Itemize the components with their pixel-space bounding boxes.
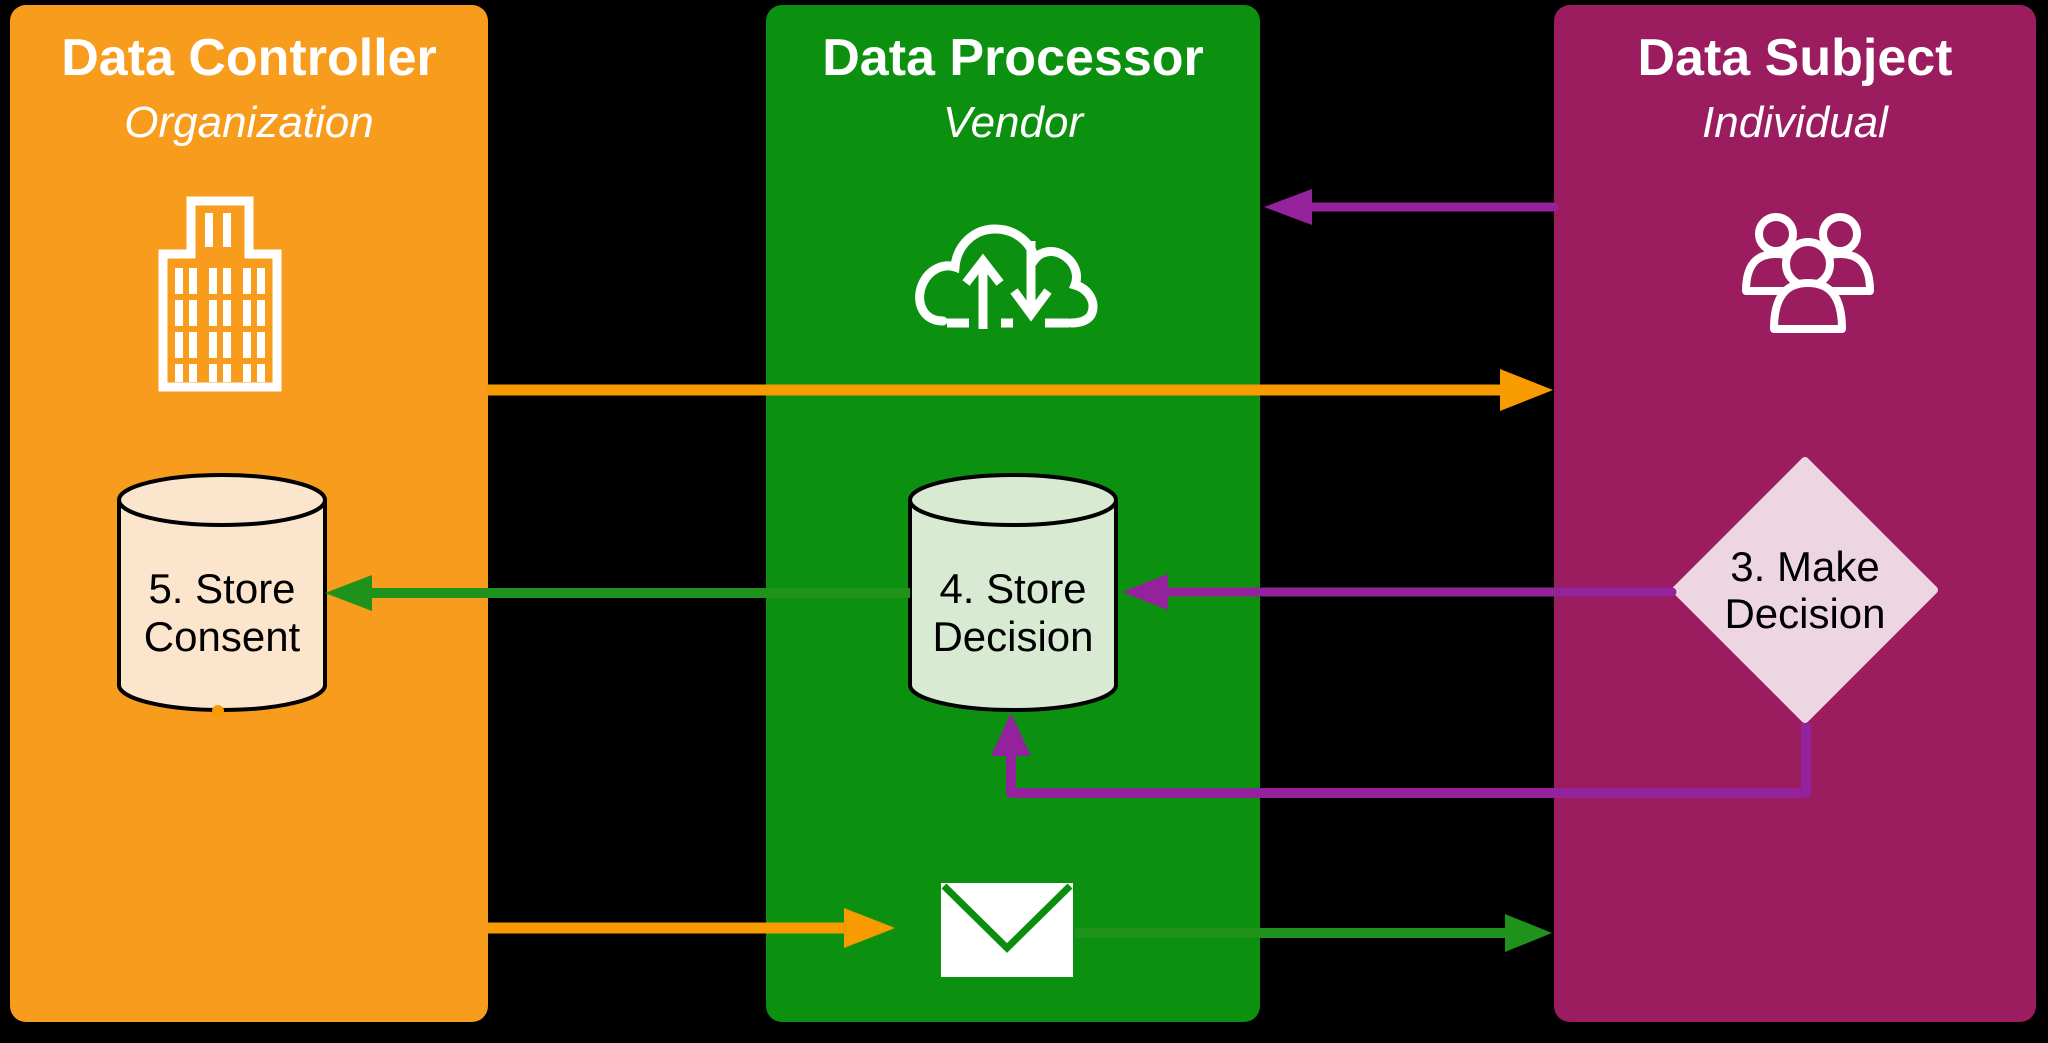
cylinder-shape [117,473,327,712]
column-title-subject: Data Subject [1637,29,1953,87]
node-store-consent: 5. Store Consent [117,473,327,712]
download-arrow [1010,241,1052,322]
cylinder-shape [908,473,1118,712]
node-make-decision: 3. Make Decision [1672,457,1938,723]
people-group-icon [1742,213,1874,333]
upload-arrow [962,253,1004,329]
make-decision-label: 3. Make Decision [1724,542,1886,637]
node-store-decision: 4. Store Decision [908,473,1118,712]
arrow-individual-to-vendor [1264,189,1559,225]
column-subtitle-subject: Individual [1702,98,1888,147]
column-subtitle-processor: Vendor [942,98,1084,147]
diamond-shape [1672,457,1938,723]
email-icon [941,883,1073,977]
column-title-processor: Data Processor [822,29,1204,87]
column-subtitle-controller: Organization [124,98,374,147]
cloud-sync-icon [915,224,1098,329]
column-title-controller: Data Controller [61,29,437,87]
building-icon [158,196,282,392]
store-consent-label: 5. Store Consent [143,565,301,660]
store-decision-label: 4. Store Decision [932,565,1094,660]
column-data-processor: Data Processor Vendor [766,5,1260,1022]
